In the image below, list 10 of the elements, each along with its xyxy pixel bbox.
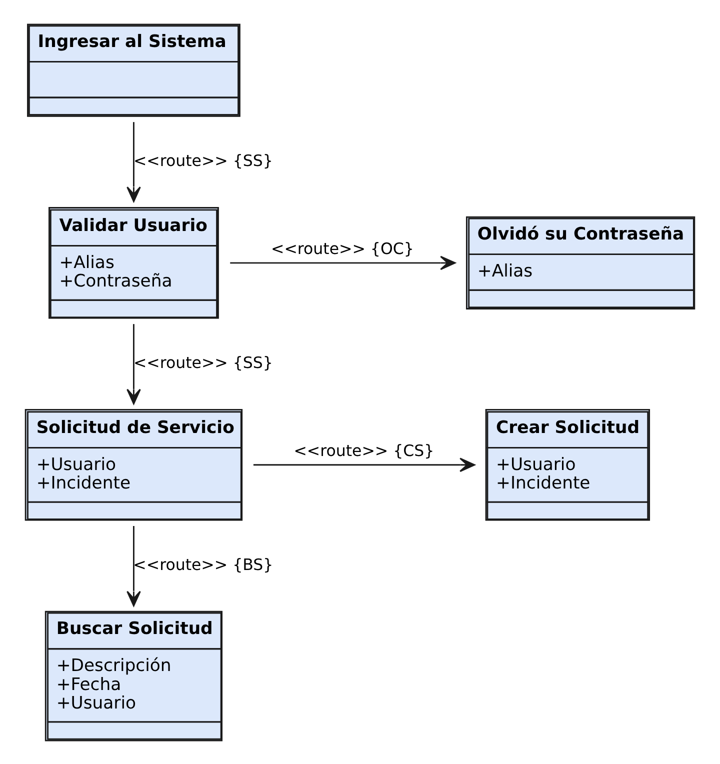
- edge-label: <<route>> {OC}: [271, 238, 414, 258]
- edge-label: <<route>> {BS}: [133, 554, 274, 574]
- arrow: [230, 255, 456, 270]
- arrow: [126, 526, 141, 606]
- arrow: [126, 324, 141, 404]
- arrow: [126, 122, 141, 202]
- edge-label: <<route>> {CS}: [294, 440, 434, 460]
- edge-label: <<route>> {SS}: [133, 150, 273, 170]
- arrow: [253, 457, 476, 472]
- edge-label: <<route>> {SS}: [133, 352, 273, 372]
